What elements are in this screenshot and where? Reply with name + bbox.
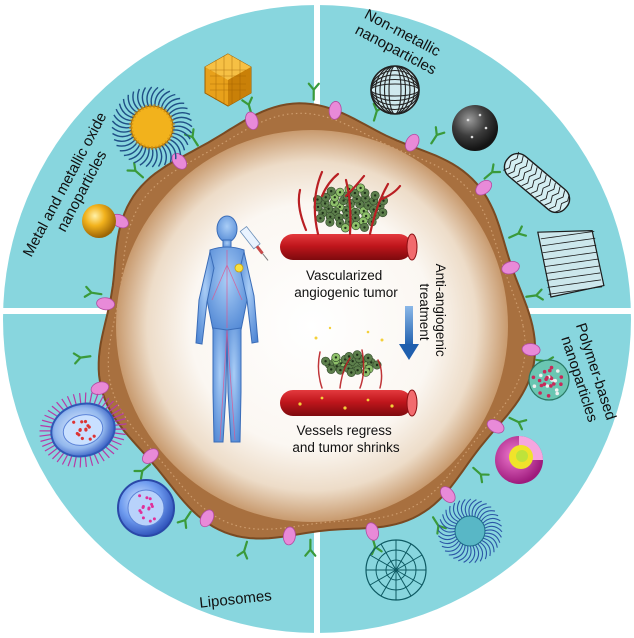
- receptor-icon: [83, 285, 103, 298]
- vesicle-marker-icon: [328, 101, 342, 120]
- blood-vessel-icon: [280, 233, 418, 261]
- polymer-micelle-icon: [528, 359, 570, 401]
- receptor-icon: [236, 540, 249, 560]
- carbon-nanotube-icon: [503, 151, 571, 214]
- receptor-icon: [126, 161, 145, 179]
- tumor-icon: [297, 170, 402, 236]
- receptor-icon: [472, 466, 490, 484]
- vesicle-marker-icon: [404, 133, 420, 152]
- vesicle-marker-icon: [96, 297, 115, 311]
- receptor-icon: [176, 510, 192, 529]
- polyhedral-nanoparticle-icon: [204, 53, 252, 107]
- vesicle-marker-icon: [486, 419, 505, 434]
- caption-vascularized: Vascularized angiogenic tumor: [294, 268, 398, 300]
- vesicle-marker-icon: [245, 111, 259, 130]
- tumor-site-icon: [234, 263, 244, 273]
- mesh-nanoparticle-icon: [365, 539, 427, 601]
- caption-regress: Vessels regress and tumor shrinks: [292, 423, 400, 455]
- caption-treatment: Anti-angiogenic treatment: [417, 264, 448, 361]
- vesicle-marker-icon: [142, 448, 159, 464]
- vesicle-marker-icon: [365, 522, 379, 541]
- receptor-icon: [133, 463, 152, 480]
- blood-vessel-regressed-icon: [280, 389, 418, 417]
- vesicle-marker-icon: [440, 486, 456, 503]
- membrane-texture: [107, 112, 526, 530]
- vesicle-marker-icon: [282, 526, 296, 546]
- gold-nanoshell-icon: [111, 86, 193, 168]
- vesicle-marker-icon: [199, 509, 215, 528]
- graphene-sheet-icon: [537, 230, 605, 298]
- shrunk-tumor-icon: [314, 326, 384, 389]
- receptor-icon: [307, 82, 320, 101]
- treatment-arrow-icon: [399, 306, 419, 360]
- dendrimer-icon: [437, 498, 503, 564]
- angiogenic-vessels: [297, 170, 402, 236]
- receptor-icon: [508, 416, 528, 431]
- body-vasculature: [211, 250, 243, 441]
- carbon-sphere-icon: [452, 105, 498, 151]
- injection-syringe-icon: [239, 225, 269, 261]
- inner-cell-space: [116, 130, 508, 522]
- center-captions: Vascularized angiogenic tumor Vessels re…: [292, 264, 448, 455]
- fullerene-icon: [370, 65, 420, 115]
- vesicle-marker-icon: [501, 261, 520, 275]
- receptor-icon: [72, 352, 92, 365]
- liposome-icon: [39, 392, 127, 468]
- vesicle-marker-icon: [90, 381, 110, 395]
- receptor-icon: [430, 126, 446, 145]
- receptor-icon: [508, 225, 527, 239]
- vesicle-icon: [117, 479, 175, 537]
- core-shell-nanoparticle-icon: [495, 436, 543, 484]
- receptor-icon: [525, 288, 544, 301]
- membrane-receptors: [72, 82, 555, 560]
- human-body-icon: [195, 215, 259, 443]
- gold-sphere-icon: [82, 204, 116, 238]
- vesicle-marker-icon: [521, 343, 541, 357]
- receptor-icon: [304, 538, 317, 557]
- vesicle-marker-icon: [475, 179, 493, 196]
- receptor-icon: [483, 163, 502, 180]
